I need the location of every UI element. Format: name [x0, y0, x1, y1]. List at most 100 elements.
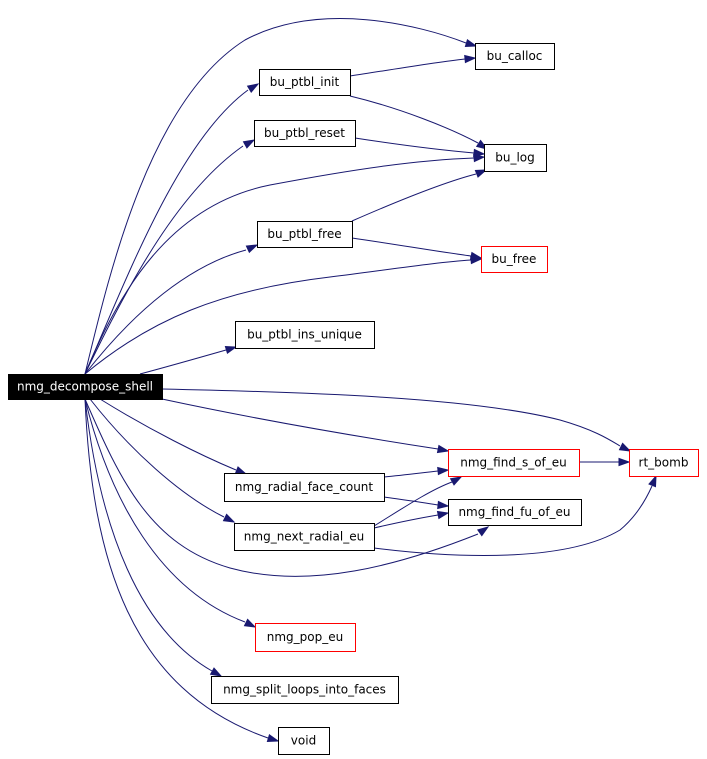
node-box[interactable]	[211, 676, 399, 704]
arrow-head-icon	[224, 345, 238, 355]
edge-nmg_next_radial_eu-to-rt_bomb	[373, 474, 657, 556]
node-label: nmg_find_s_of_eu	[460, 456, 567, 470]
arrow-head-icon	[464, 54, 477, 64]
arrow-head-icon	[436, 444, 450, 454]
arrow-head-icon	[618, 442, 632, 452]
node-label: nmg_pop_eu	[267, 630, 343, 644]
edge-line	[84, 18, 467, 375]
node-label: bu_log	[495, 151, 535, 165]
node-box[interactable]	[448, 499, 582, 526]
node-box[interactable]	[278, 727, 330, 755]
arrow-head-icon	[618, 457, 631, 467]
node-box[interactable]	[484, 144, 547, 172]
node-box[interactable]	[234, 523, 375, 551]
node-box[interactable]	[481, 246, 548, 273]
edges-layer	[84, 18, 657, 743]
edge-nmg_decompose_shell-to-nmg_radial_face_count	[99, 398, 248, 475]
node-rt_bomb[interactable]: rt_bomb	[629, 449, 699, 477]
node-nmg_decompose_shell[interactable]: nmg_decompose_shell	[8, 374, 163, 400]
arrow-head-icon	[246, 83, 260, 93]
edge-line	[84, 157, 475, 375]
node-box[interactable]	[235, 321, 375, 349]
node-bu_ptbl_init[interactable]: bu_ptbl_init	[259, 69, 351, 96]
edge-line	[84, 89, 249, 375]
edge-line	[161, 388, 621, 447]
edge-line	[84, 398, 479, 577]
edge-nmg_decompose_shell-to-bu_calloc	[84, 18, 478, 375]
node-nmg_find_s_of_eu[interactable]: nmg_find_s_of_eu	[448, 449, 580, 477]
edge-nmg_decompose_shell-to-bu_ptbl_free	[84, 244, 259, 375]
edge-nmg_radial_face_count-to-nmg_find_fu_of_eu	[383, 496, 450, 510]
node-nmg_pop_eu[interactable]: nmg_pop_eu	[255, 623, 356, 652]
node-label: nmg_radial_face_count	[235, 480, 374, 494]
edge-line	[349, 58, 466, 77]
node-bu_ptbl_free[interactable]: bu_ptbl_free	[257, 221, 353, 248]
edge-bu_ptbl_init-to-bu_log	[349, 95, 489, 150]
node-box[interactable]	[255, 623, 356, 652]
arrow-head-icon	[242, 139, 256, 149]
node-box[interactable]	[257, 221, 353, 248]
node-box[interactable]	[475, 43, 555, 70]
edge-nmg_decompose_shell-to-bu_ptbl_ins_unique	[139, 345, 238, 375]
arrow-head-icon	[209, 667, 223, 677]
arrow-head-icon	[474, 169, 488, 178]
node-bu_calloc[interactable]: bu_calloc	[475, 43, 555, 70]
node-bu_free[interactable]: bu_free	[481, 246, 548, 273]
node-nmg_find_fu_of_eu[interactable]: nmg_find_fu_of_eu	[448, 499, 582, 526]
node-label: bu_ptbl_init	[270, 75, 340, 89]
edge-line	[373, 514, 439, 529]
nodes-layer: nmg_decompose_shell bu_calloc bu_ptbl_init…	[8, 43, 699, 755]
edge-line	[84, 398, 269, 739]
node-nmg_next_radial_eu[interactable]: nmg_next_radial_eu	[234, 523, 375, 551]
arrow-head-icon	[449, 476, 463, 486]
edge-nmg_decompose_shell-to-nmg_find_s_of_eu	[161, 398, 450, 454]
edge-line	[383, 496, 439, 506]
edge-line	[84, 398, 246, 623]
arrow-head-icon	[222, 513, 236, 523]
edge-nmg_next_radial_eu-to-nmg_find_s_of_eu	[373, 476, 463, 527]
node-box[interactable]	[224, 473, 385, 502]
edge-line	[351, 237, 472, 257]
arrow-head-icon	[436, 510, 450, 520]
edge-nmg_decompose_shell-to-void	[84, 398, 280, 743]
edge-line	[373, 485, 653, 556]
edge-nmg_decompose_shell-to-bu_ptbl_init	[84, 83, 260, 375]
edge-line	[354, 137, 475, 154]
node-label: bu_calloc	[487, 49, 543, 63]
node-void[interactable]: void	[278, 727, 330, 755]
node-label: nmg_next_radial_eu	[244, 530, 364, 544]
node-bu_ptbl_reset[interactable]: bu_ptbl_reset	[254, 120, 356, 147]
node-label: bu_ptbl_free	[267, 227, 341, 241]
node-nmg_radial_face_count[interactable]: nmg_radial_face_count	[224, 473, 385, 502]
edge-nmg_radial_face_count-to-nmg_find_s_of_eu	[383, 466, 450, 478]
edge-line	[84, 249, 247, 375]
arrow-head-icon	[476, 526, 490, 537]
node-bu_ptbl_ins_unique[interactable]: bu_ptbl_ins_unique	[235, 321, 375, 349]
node-box[interactable]	[259, 69, 351, 96]
node-label: void	[291, 734, 316, 748]
edge-nmg_find_s_of_eu-to-rt_bomb	[579, 457, 631, 467]
edge-nmg_decompose_shell-to-nmg_next_radial_eu	[89, 398, 236, 523]
node-nmg_split_loops_into_faces[interactable]: nmg_split_loops_into_faces	[211, 676, 399, 704]
edge-bu_ptbl_init-to-bu_calloc	[349, 54, 477, 77]
edge-line	[84, 398, 213, 672]
edge-nmg_decompose_shell-to-nmg_split_loops_into_faces	[84, 398, 223, 677]
arrow-head-icon	[437, 466, 450, 476]
node-box[interactable]	[254, 120, 356, 147]
edge-nmg_next_radial_eu-to-nmg_find_fu_of_eu	[373, 510, 450, 529]
node-bu_log[interactable]: bu_log	[484, 144, 547, 172]
node-label: nmg_find_fu_of_eu	[458, 505, 570, 519]
node-label: nmg_decompose_shell	[17, 380, 153, 394]
edge-nmg_decompose_shell-to-bu_free	[84, 255, 483, 375]
edge-line	[349, 95, 479, 144]
arrow-head-icon	[266, 733, 280, 743]
node-box[interactable]	[629, 449, 699, 477]
arrow-head-icon	[245, 244, 259, 254]
edge-nmg_decompose_shell-to-nmg_pop_eu	[84, 398, 257, 628]
node-box[interactable]	[448, 449, 580, 477]
node-label: nmg_split_loops_into_faces	[223, 683, 386, 697]
node-box[interactable]	[8, 374, 163, 400]
node-label: bu_ptbl_ins_unique	[247, 328, 362, 342]
